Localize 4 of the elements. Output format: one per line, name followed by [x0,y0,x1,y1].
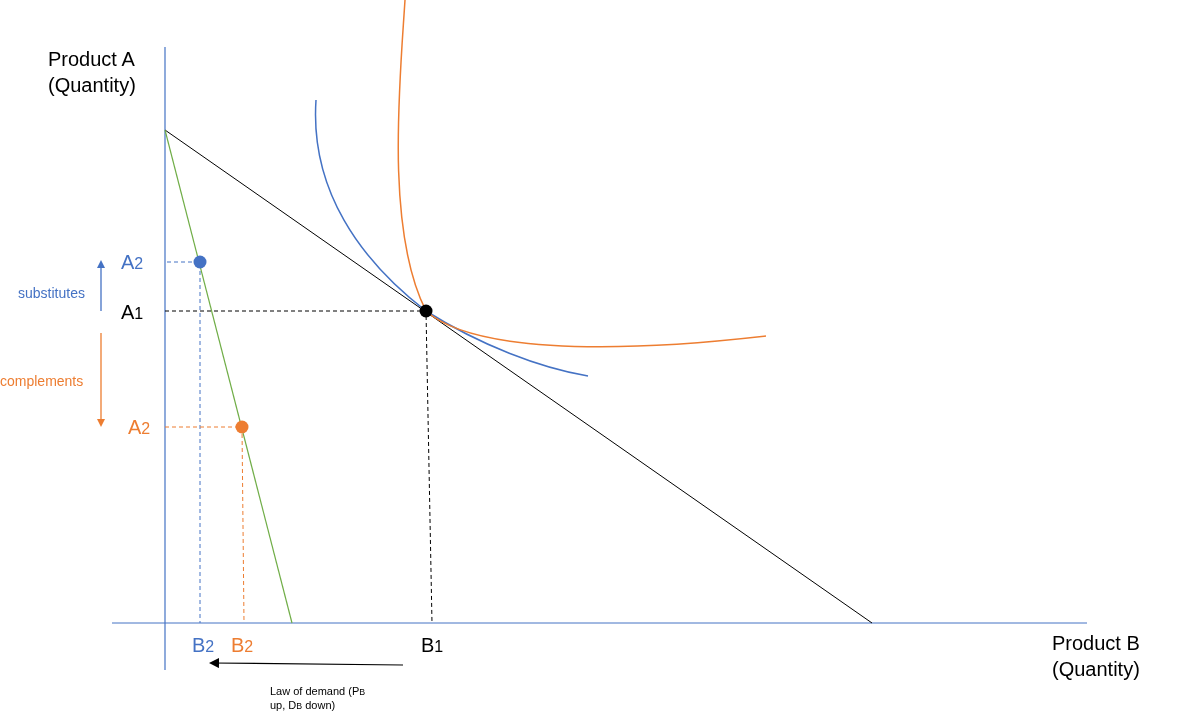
axis-title: Product A (Quantity) [48,47,137,98]
direction-label: substitutes [18,284,85,303]
axis-title: Product B (Quantity) [1052,631,1141,682]
direction-label: complements [0,372,84,391]
